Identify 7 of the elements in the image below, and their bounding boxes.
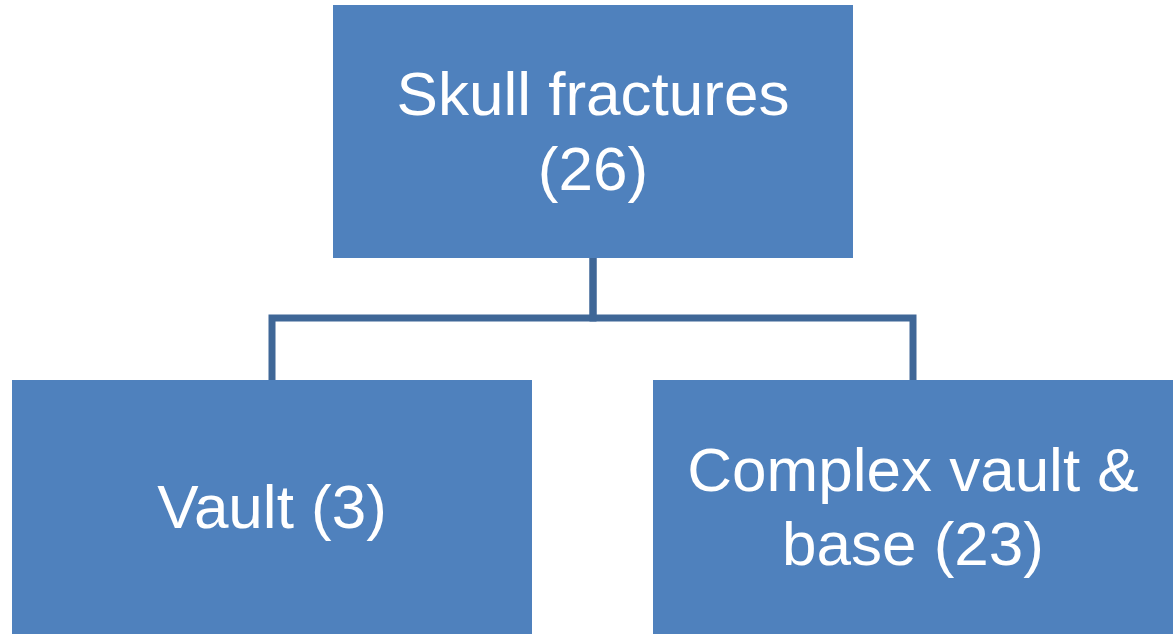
box-label: Complex vault & base (23) [686, 433, 1140, 580]
category-box [12, 380, 532, 634]
category-box [333, 5, 853, 258]
connector-line [589, 258, 917, 380]
category-box [653, 380, 1173, 634]
box-label: Vault (3) [157, 470, 387, 543]
box-label: Skull fractures (26) [395, 58, 791, 205]
